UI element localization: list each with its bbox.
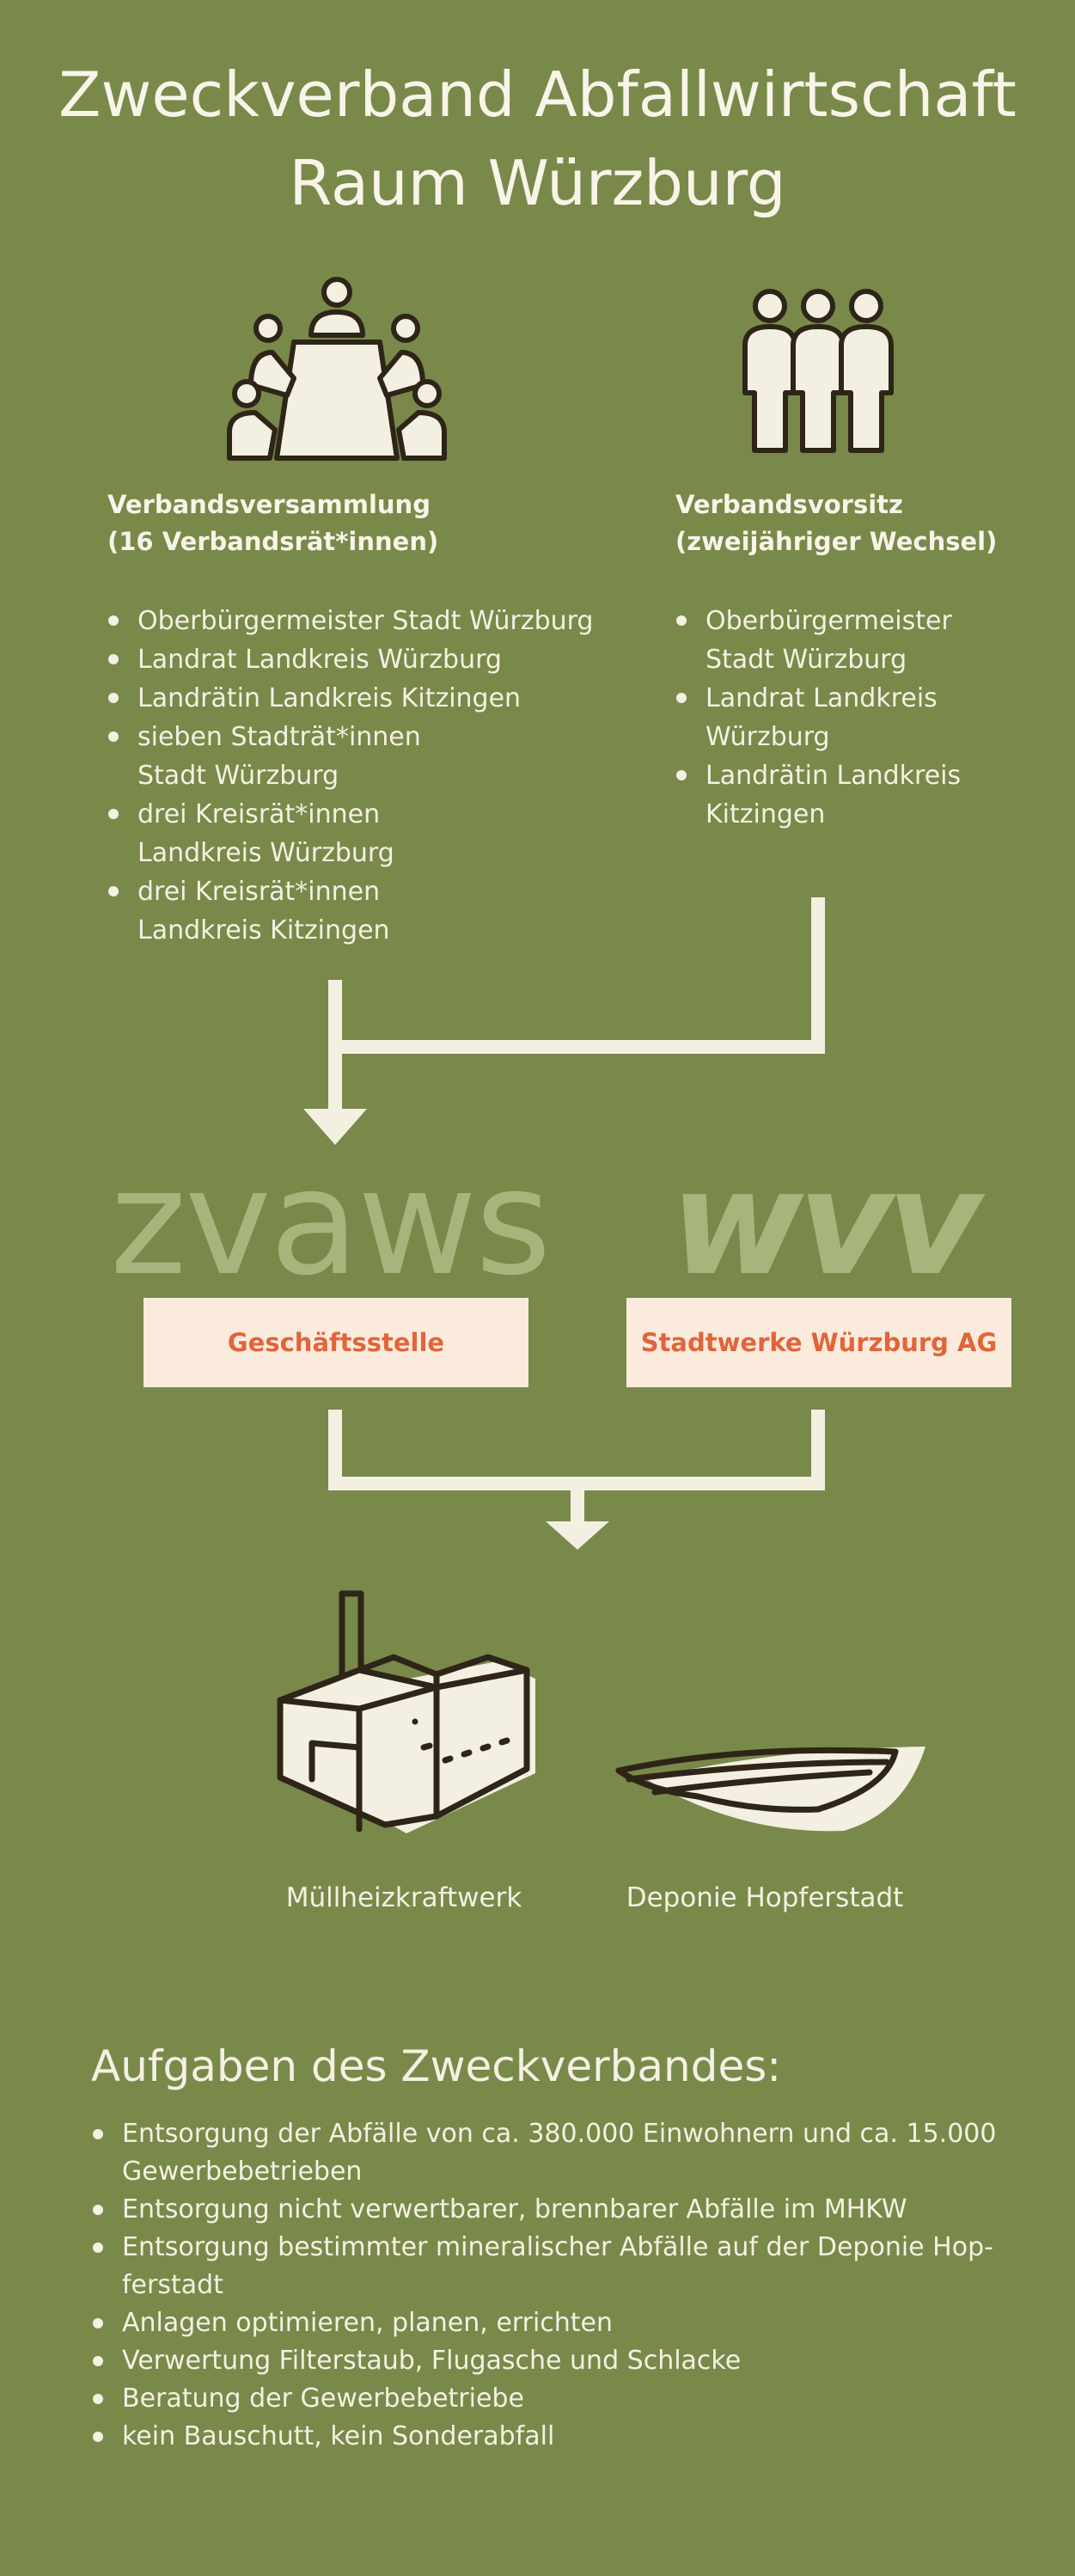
factory-icon xyxy=(273,1588,540,1838)
list-item: Landrätin Landkreis Kitzingen xyxy=(107,679,614,718)
chair-heading: Verbandsvorsitz (zweijähriger Wechsel) xyxy=(675,490,998,556)
assembly-heading: Verbandsversammlung (16 Verbandsrät*inne… xyxy=(107,490,439,556)
zvaws-logo: zvaws xyxy=(110,1138,552,1308)
list-item: Entsorgung der Abfälle von ca. 380.000 E… xyxy=(91,2115,1019,2191)
list-item: Entsorgung nicht verwertbarer, brennbare… xyxy=(91,2191,1019,2229)
list-item: kein Bauschutt, kein Sonderabfall xyxy=(91,2418,1019,2456)
page-title-line-1: Zweckverband Abfallwirtschaft xyxy=(58,58,1017,131)
list-item: Beratung der Gewerbebetriebe xyxy=(91,2380,1019,2418)
landfill-icon xyxy=(612,1728,930,1839)
tasks-heading: Aufgaben des Zweckverbandes: xyxy=(91,2041,782,2091)
list-item: Landrat Landkreis Würzburg xyxy=(107,640,614,679)
meeting-table-icon xyxy=(225,273,449,467)
arrow-down-icon xyxy=(303,1109,367,1145)
connector-top xyxy=(0,894,1075,1152)
group-people-icon xyxy=(732,285,904,457)
office-box: Geschäftsstelle xyxy=(144,1298,528,1387)
list-item: Verwertung Filterstaub, Flugasche und Sc… xyxy=(91,2342,1019,2380)
assembly-members-list: Oberbürgermeister Stadt Würzburg Landrat… xyxy=(107,602,614,950)
tasks-list: Entsorgung der Abfälle von ca. 380.000 E… xyxy=(91,2115,1019,2456)
page-title-line-2: Raum Würzburg xyxy=(289,147,786,219)
wvv-logo: wvv xyxy=(670,1139,981,1307)
arrow-down-icon xyxy=(546,1521,609,1550)
list-item: Oberbürgermeister Stadt Würzburg xyxy=(107,602,614,640)
connector-bottom xyxy=(0,1406,1075,1569)
list-item: Entsorgung bestimmter mineralischer Abfä… xyxy=(91,2229,1019,2304)
facility-caption-left: Müllheizkraftwerk xyxy=(285,1882,522,1913)
list-item: Anlagen optimieren, planen, errichten xyxy=(91,2304,1019,2342)
stadtwerke-box: Stadtwerke Würzburg AG xyxy=(626,1298,1011,1387)
facility-caption-right: Deponie Hopferstadt xyxy=(626,1882,904,1913)
